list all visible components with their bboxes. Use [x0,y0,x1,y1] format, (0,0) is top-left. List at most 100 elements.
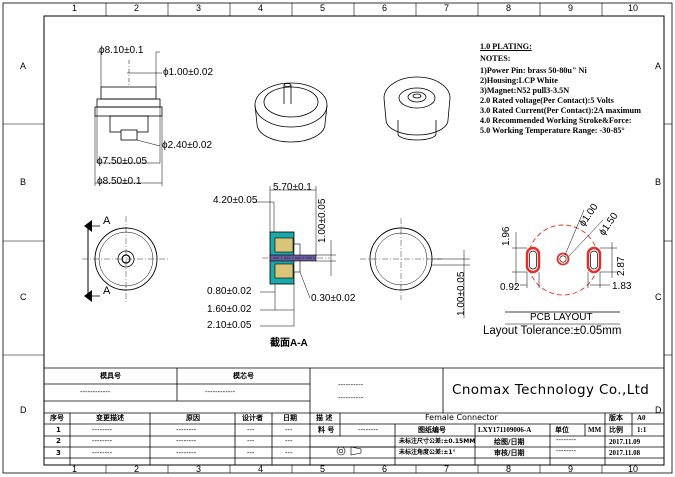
header-date: 日期 [283,414,297,422]
unit-value: MM [588,426,602,434]
zone-row-a: A [20,61,27,71]
dim-pin-diameter: ϕ1.00±0.02 [163,67,214,78]
scale-label: 比例 [609,426,623,434]
zone-col-4-bottom: 4 [258,464,264,474]
zone-col-2: 2 [134,3,140,13]
rev-no: 2 [56,437,61,445]
desc-value: Female Connector [425,413,498,422]
notes-line: 5.0 Working Temperature Range: -30-85° [480,126,625,135]
drawn-value: -------- [556,436,577,444]
zone-row-c: C [20,292,27,302]
rev-designer: --- [247,437,255,445]
zone-row-c-right: C [655,292,662,302]
dim-section-height: 1.00±0.05 [317,198,328,243]
rev-change: -------- [92,437,113,445]
dim-base-diameter: ϕ8.50±0.1 [97,176,142,187]
zone-col-2-bottom: 2 [134,464,140,474]
dim-pcb-w1: 0.92 [500,282,520,293]
dim-section-a: 0.80±0.02 [207,286,252,297]
notes-line: 3.0 Rated Current(Per Contact):2A maximu… [480,106,641,115]
notes-sub: NOTES: [480,54,511,63]
zone-col-5-bottom: 5 [320,464,326,474]
projection-symbol-icon [336,446,362,456]
section-view [255,186,336,327]
scale-value: 1:1 [637,426,647,434]
front-view-2 [360,218,470,318]
zone-col-7: 7 [444,3,450,13]
notes-line: 2.0 Rated voltage(Per Contact):5 Volts [480,96,614,105]
company-name: Cnomax Technology Co.,Ltd [452,382,650,398]
desc-label: 描 述 [316,414,333,422]
zone-col-5: 5 [320,3,326,13]
zone-col-1-bottom: 1 [72,464,78,474]
zone-col-3: 3 [196,3,202,13]
core-no-value: ------------ [205,388,236,396]
date-1: 2017.11.09 [609,438,641,446]
dim-top-diameter: ϕ8.10±0.1 [99,45,144,56]
zone-row-d-right: D [655,405,662,415]
part-label: 料 号 [318,426,335,434]
zone-row-a-right: A [655,61,662,71]
title-block-grid [44,367,664,465]
rev-date: --- [285,437,293,445]
pcb-layout-tolerance: Layout Tolerance:±0.05mm [483,325,622,337]
dim-front-height: 1.00±0.05 [456,271,467,316]
blank-value-2: ---------- [338,394,364,402]
dim-mid-diameter: ϕ7.50±0.05 [97,156,148,167]
pcb-layout [505,209,620,325]
unit-label: 单位 [555,426,569,434]
section-marker-top: A [103,215,111,227]
rev-change: -------- [92,449,113,457]
rev-no: 1 [56,426,61,434]
isometric-view-2 [383,76,451,141]
rev-change: -------- [92,426,113,434]
front-view [82,216,170,302]
section-label: 截面A-A [270,338,308,349]
check-label: 审核/日期 [494,449,525,457]
rev-reason: -------- [176,449,197,457]
header-designer: 设计者 [242,414,263,422]
version-label: 版本 [609,414,623,422]
side-view [94,51,163,186]
rev-no: 3 [56,449,61,457]
dim-section-d: 0.30±0.02 [311,293,356,304]
zone-col-8: 8 [506,3,512,13]
tolerance-angle: 未标注角度公差:±1° [399,449,456,456]
check-value: -------- [556,447,577,455]
zone-ticks [3,3,672,473]
header-change: 变更描述 [96,414,124,422]
zone-col-1: 1 [72,3,78,13]
zone-col-8-bottom: 8 [506,464,512,474]
section-marker-bottom: A [103,285,111,297]
zone-col-4: 4 [258,3,264,13]
rev-designer: --- [247,426,255,434]
zone-col-7-bottom: 7 [444,464,450,474]
dim-section-width: 5.70±0.1 [273,182,312,193]
zone-col-6: 6 [382,3,388,13]
dim-pcb-w2: 1.83 [612,281,632,292]
header-reason: 原因 [186,414,200,422]
rev-date: --- [285,426,293,434]
notes-line: 4.0 Recommended Working Stroke&Force: [480,116,632,125]
rev-designer: --- [247,449,255,457]
zone-col-3-bottom: 3 [196,464,202,474]
tolerance-dimension: 未标注尺寸公差:±0.15MM [399,438,476,445]
rev-reason: -------- [176,437,197,445]
drawing-no-label: 图纸编号 [418,426,446,434]
isometric-view-1 [254,82,328,143]
rev-date: --- [285,449,293,457]
drawing-no-value: LXY171109006-A [478,426,532,434]
dim-pin-base-diameter: ϕ2.40±0.02 [162,140,213,151]
header-no: 序号 [50,414,64,422]
dim-pcb-h2: 2.87 [616,256,627,276]
dim-section-left: 4.20±0.05 [213,195,258,206]
zone-row-b: B [20,177,27,187]
mold-no-label: 模具号 [100,372,121,380]
zone-row-d: D [20,405,27,415]
dim-section-b: 1.60±0.02 [207,304,252,315]
zone-col-9-bottom: 9 [568,464,574,474]
zone-col-6-bottom: 6 [382,464,388,474]
notes-line: 3)Magnet:N52 pull3-3.5N [480,86,570,95]
